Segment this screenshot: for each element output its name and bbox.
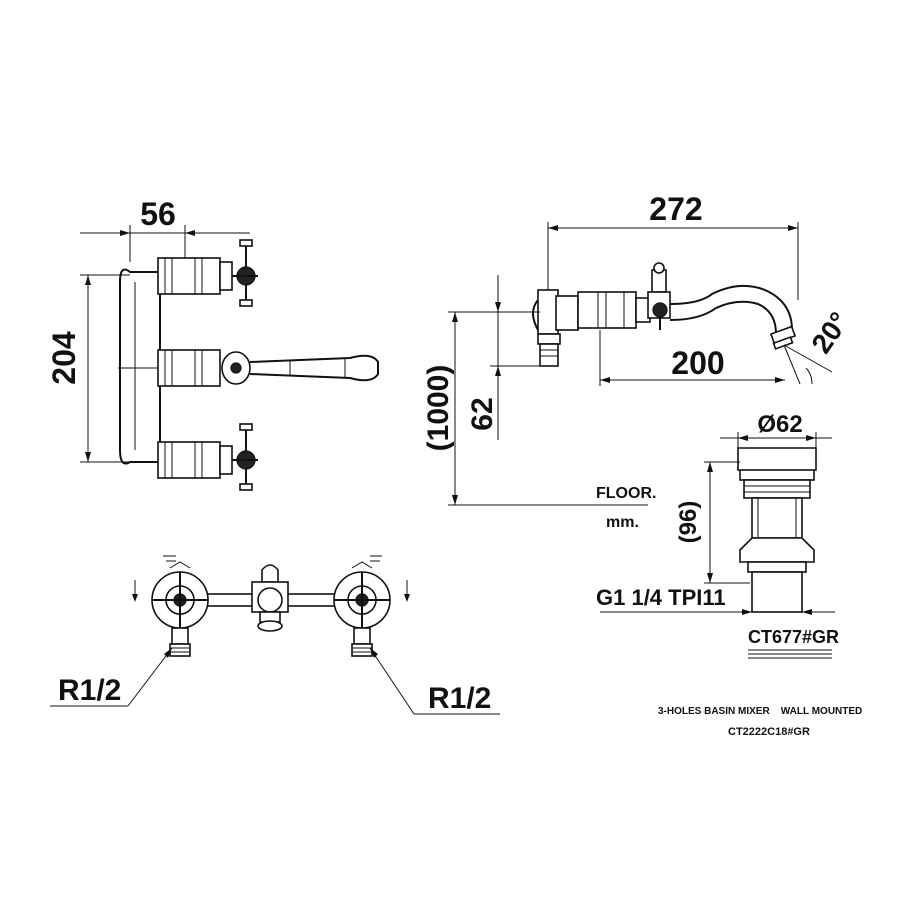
product-model: CT2222C18#GR — [728, 726, 810, 738]
floor-label: FLOOR. — [596, 485, 656, 502]
side-length-dimension: 272 — [649, 191, 702, 227]
waste-thread-dimension: G1 1/4 TPI11 — [596, 585, 726, 610]
product-description: 3-HOLES BASIN MIXER WALL MOUNTED — [658, 706, 862, 717]
front-width-dimension: 56 — [140, 196, 176, 232]
top-view: R1/2 R1/2 — [50, 555, 500, 715]
waste-model-label: CT677#GR — [748, 627, 839, 647]
inlet-right-label: R1/2 — [428, 682, 491, 715]
waste-view: Ø62 (96) G1 1/4 TPI11 CT677#GR — [596, 411, 839, 659]
front-view: 56 204 — [46, 196, 379, 491]
spout-reach-dimension: 200 — [671, 345, 724, 381]
spout-angle-dimension: 20° — [805, 306, 855, 358]
inlet-left-label: R1/2 — [58, 674, 121, 707]
outlet-height-dimension: 62 — [466, 397, 499, 430]
mount-height-dimension: (1000) — [422, 365, 455, 452]
side-view: 272 200 20° — [422, 191, 855, 531]
waste-diameter-dimension: Ø62 — [757, 411, 802, 438]
waste-height-dimension: (96) — [675, 501, 702, 544]
unit-label: mm. — [606, 514, 639, 531]
front-height-dimension: 204 — [46, 331, 82, 385]
